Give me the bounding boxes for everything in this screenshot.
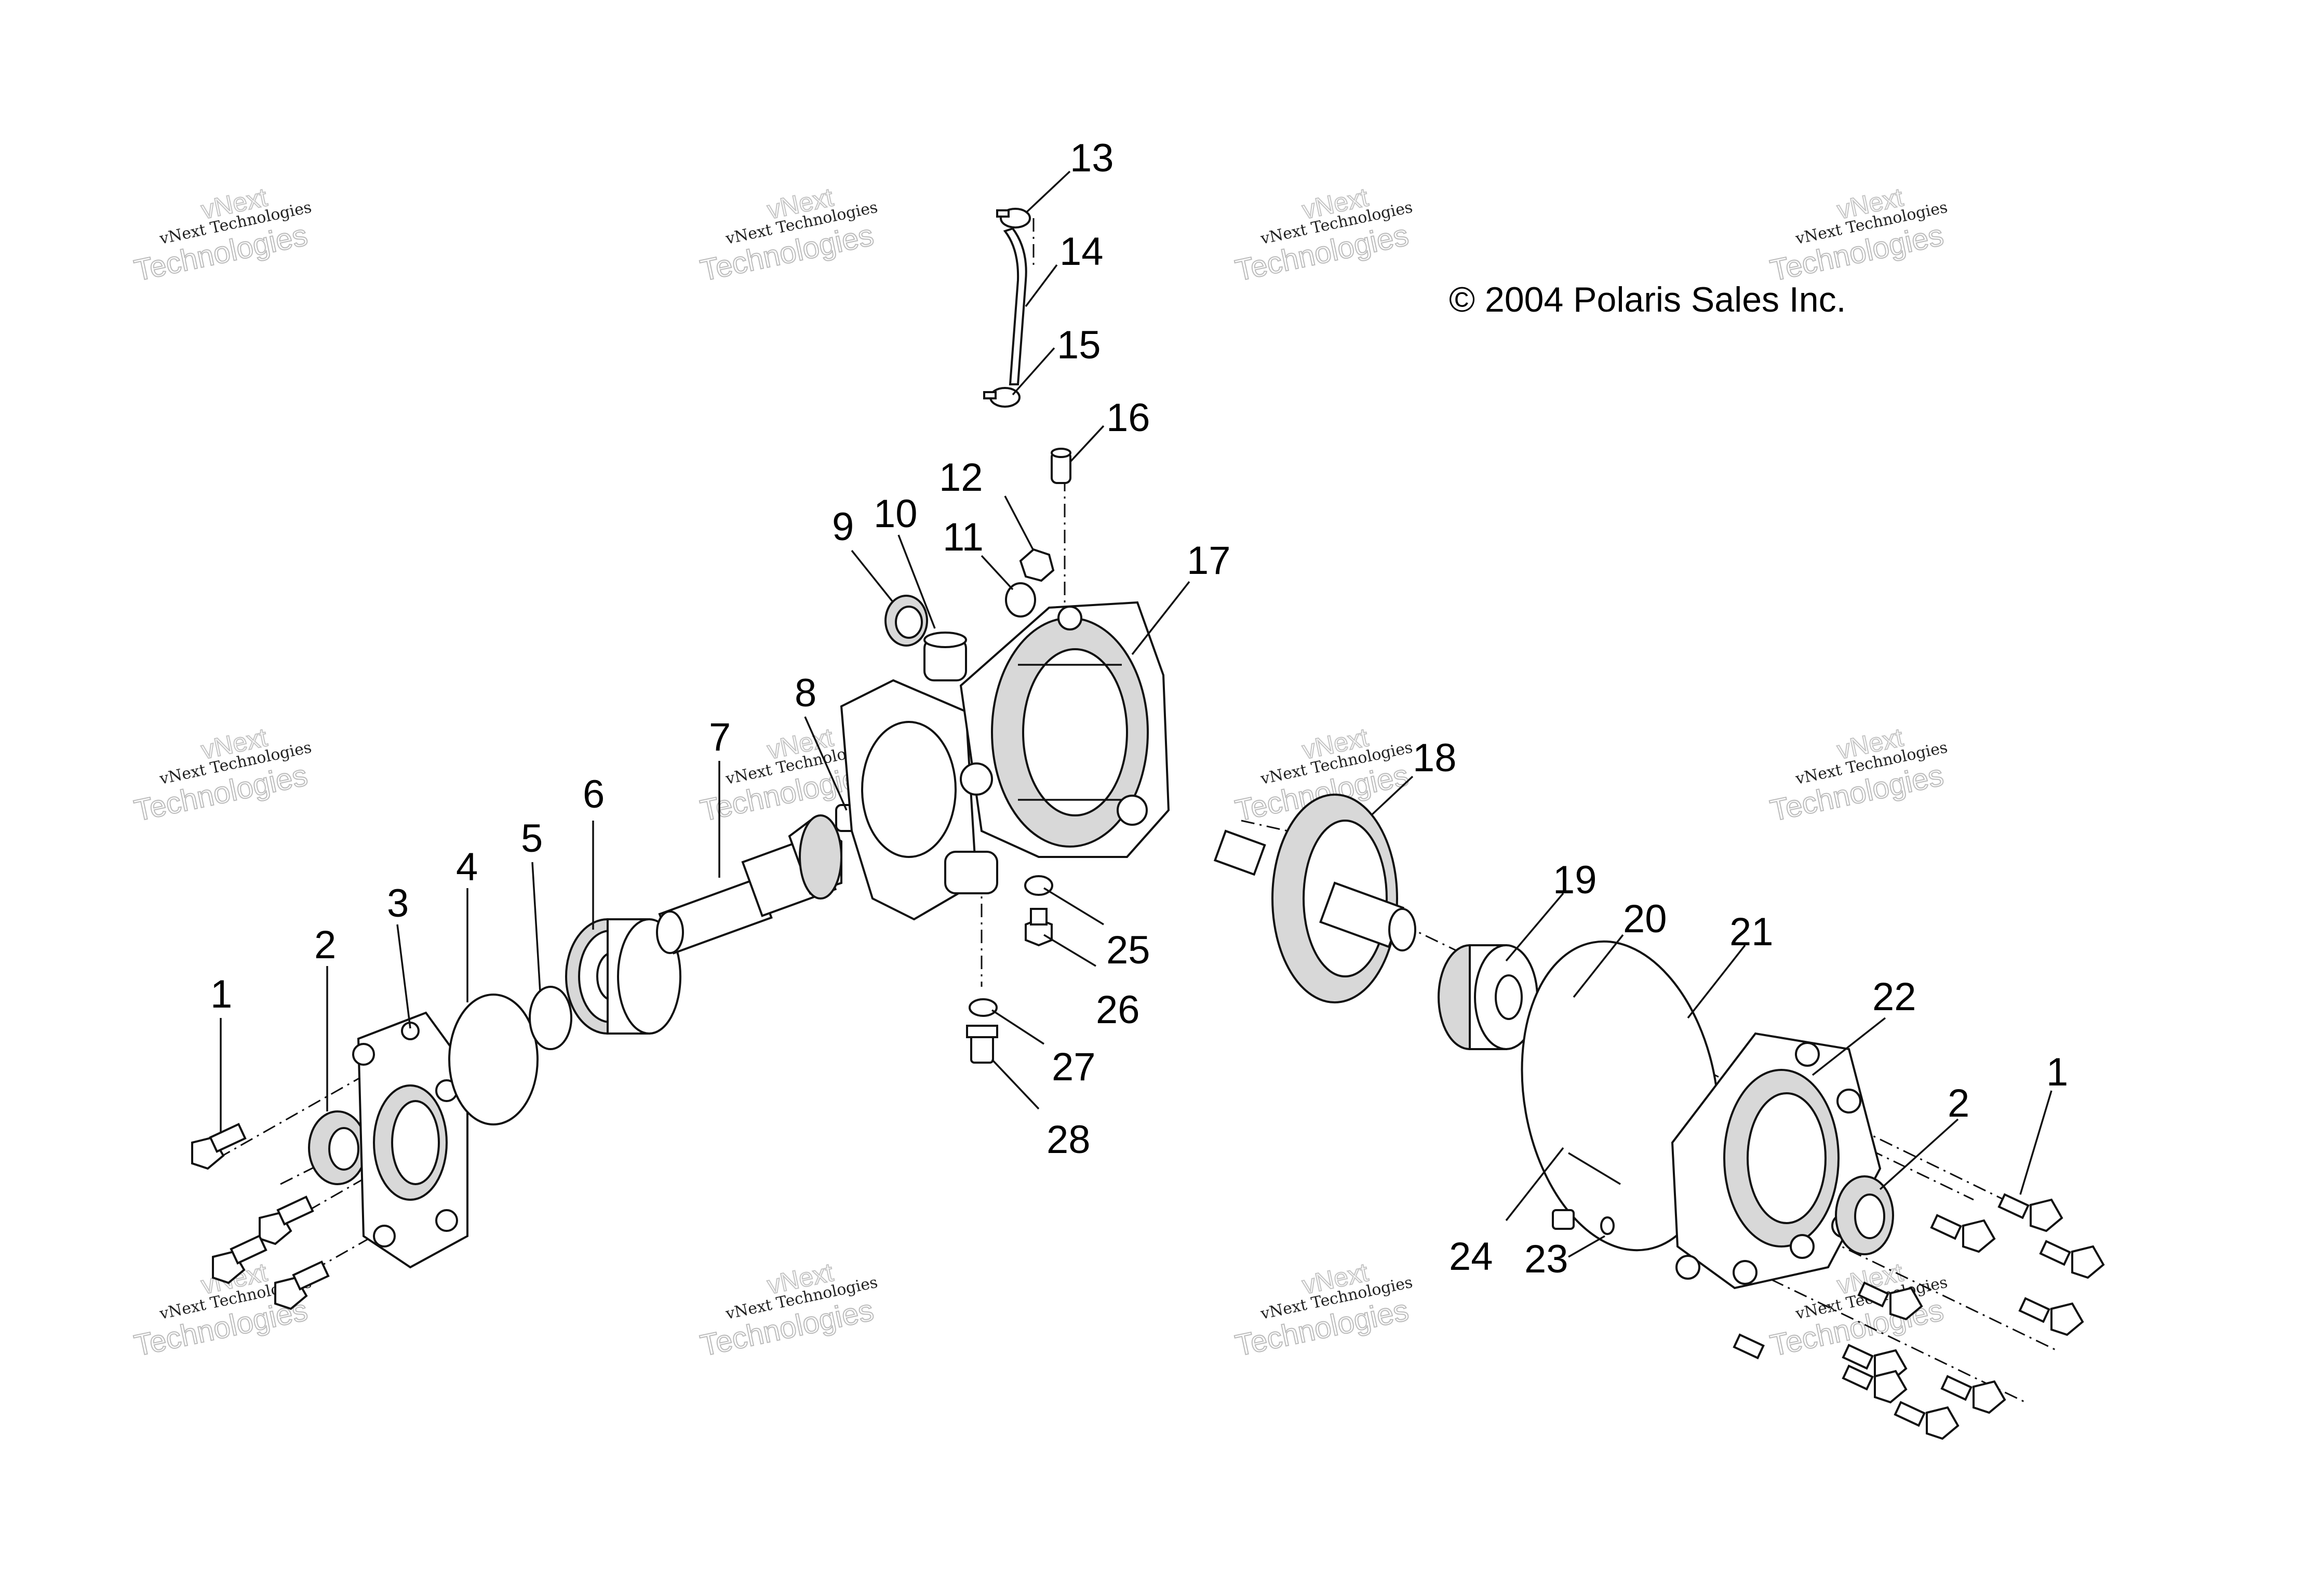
callout-17: 17 <box>1187 539 1231 583</box>
bolt-1 <box>1842 1364 1908 1404</box>
callout-numbers: 1 2 3 4 5 6 7 8 9 10 11 12 13 14 15 16 1… <box>210 136 2068 1281</box>
callout-27: 27 <box>1052 1045 1096 1089</box>
callout-22: 22 <box>1872 975 1916 1019</box>
bushing-10 <box>923 632 967 681</box>
bolt-1 <box>1857 1281 1923 1321</box>
bolt-1 <box>1733 1333 1765 1360</box>
bolts-right <box>1733 1193 2105 1440</box>
callout-24: 24 <box>1449 1235 1493 1279</box>
o-ring-4 <box>448 994 539 1125</box>
pinion-shaft-7 <box>656 814 842 955</box>
callout-16: 16 <box>1106 396 1150 440</box>
bolt-1 <box>274 1260 330 1310</box>
bolt-24 <box>1552 1209 1575 1230</box>
cover-3 <box>352 1011 468 1269</box>
callout-12: 12 <box>939 455 983 500</box>
bearing-6 <box>565 918 681 1035</box>
callout-14: 14 <box>1059 230 1104 274</box>
bolt-1 <box>191 1122 247 1170</box>
vent-hose-14 <box>1003 227 1027 385</box>
seal-9 <box>884 595 928 647</box>
callout-1: 1 <box>210 972 232 1016</box>
clamp-13 <box>996 208 1031 229</box>
bolt-1 <box>2039 1240 2105 1279</box>
left-cover-assembly <box>191 918 681 1310</box>
callout-18: 18 <box>1413 736 1457 780</box>
bolt-1 <box>1930 1214 1996 1253</box>
leader-lines <box>220 170 2052 1258</box>
callout-1-right: 1 <box>2046 1050 2068 1094</box>
bolt-1 <box>2018 1297 2084 1336</box>
callout-6: 6 <box>583 772 605 816</box>
callout-4: 4 <box>456 845 478 889</box>
callout-19: 19 <box>1553 858 1597 902</box>
seal-2 <box>308 1110 367 1185</box>
ring-gear-18 <box>1213 794 1416 1003</box>
cover-22 <box>1671 1032 1882 1290</box>
washer-27 <box>969 998 998 1017</box>
callout-5: 5 <box>521 816 543 861</box>
copyright-notice: © 2004 Polaris Sales Inc. <box>1449 280 1846 319</box>
top-parts <box>884 208 1071 681</box>
plug-12 <box>1019 548 1055 582</box>
bearing-19 <box>1438 944 1538 1050</box>
bolt-1 <box>259 1195 314 1245</box>
o-ring-23 <box>1600 1216 1615 1235</box>
callout-15: 15 <box>1057 323 1101 367</box>
gear-housing-17 <box>840 601 1170 921</box>
seal-2-right <box>1835 1175 1894 1255</box>
o-ring-21 <box>1521 940 1720 1252</box>
bolt-1 <box>1894 1401 1960 1440</box>
bolt-28 <box>966 1025 998 1064</box>
callout-11: 11 <box>943 515 984 559</box>
callout-21: 21 <box>1729 910 1774 954</box>
drain-hardware <box>966 875 1053 1064</box>
callout-26: 26 <box>1096 988 1140 1032</box>
clamp-15 <box>983 387 1021 408</box>
bolt-1 <box>1997 1193 2063 1232</box>
callout-2-right: 2 <box>1948 1081 1969 1125</box>
drain-plug-26 <box>1025 908 1053 947</box>
washer-11 <box>1005 582 1036 618</box>
snap-ring-5 <box>529 986 572 1050</box>
callout-8: 8 <box>795 671 816 715</box>
washer-25 <box>1024 875 1053 896</box>
callout-20: 20 <box>1623 897 1667 941</box>
callout-10: 10 <box>874 492 918 536</box>
callout-28: 28 <box>1047 1118 1091 1162</box>
bolt-1 <box>212 1234 267 1284</box>
callout-25: 25 <box>1106 928 1150 972</box>
callout-23: 23 <box>1524 1237 1568 1281</box>
callout-9: 9 <box>832 505 854 549</box>
callout-2: 2 <box>314 923 336 967</box>
callout-13: 13 <box>1070 136 1114 180</box>
bolt-1 <box>1940 1375 2006 1414</box>
callout-3: 3 <box>387 881 409 926</box>
dowel-pin-16 <box>1051 448 1071 484</box>
callout-7: 7 <box>709 715 731 759</box>
